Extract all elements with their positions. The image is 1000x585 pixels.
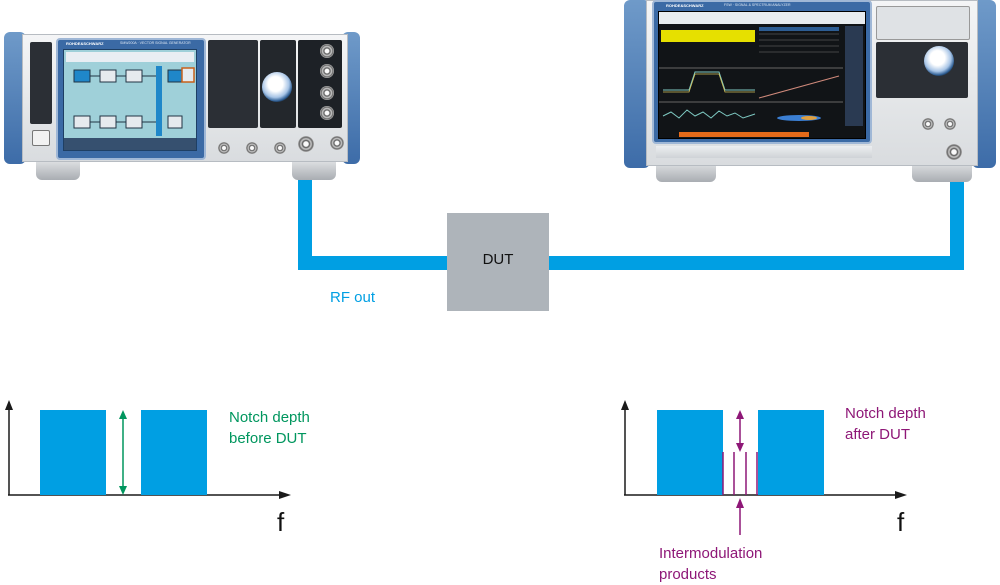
- generator-io-connector-3[interactable]: [274, 142, 286, 154]
- cable-dut-to-analyzer: [548, 256, 964, 270]
- rf-out-label: RF out: [330, 289, 376, 306]
- cable-analyzer-down: [950, 158, 964, 270]
- after-notch-arrow-bottom: [736, 443, 744, 452]
- generator-side-keys: [30, 42, 52, 124]
- analyzer-keypad: [876, 42, 968, 98]
- analyzer-rf-input-connector[interactable]: [946, 144, 962, 160]
- after-x-axis-arrow: [895, 491, 907, 499]
- generator-io-connector-2[interactable]: [246, 142, 258, 154]
- analyzer-screen: [658, 11, 866, 139]
- analyzer-connector-1[interactable]: [922, 118, 934, 130]
- spectrum-analyzer: ROHDE&SCHWARZ FSW · SIGNAL & SPECTRUM AN…: [620, 0, 1000, 190]
- spectrum-after-plot: [621, 400, 907, 535]
- before-notch-arrow-top: [119, 410, 127, 419]
- before-axis-label-f: f: [277, 507, 285, 537]
- analyzer-bottom-controls: [656, 146, 872, 158]
- imd-label-line2: products: [659, 566, 717, 583]
- after-right-carrier-block: [758, 410, 824, 495]
- before-annotation-line2: before DUT: [229, 430, 307, 447]
- before-x-axis-arrow: [279, 491, 291, 499]
- generator-power-button[interactable]: [32, 130, 50, 146]
- generator-connector-b2[interactable]: [320, 106, 334, 120]
- analyzer-brand: ROHDE&SCHWARZ: [666, 3, 704, 8]
- after-annotation-line2: after DUT: [845, 426, 911, 443]
- signal-generator: ROHDE&SCHWARZ SMW200A · VECTOR SIGNAL GE…: [0, 30, 360, 190]
- generator-screen: [63, 49, 197, 151]
- after-notch-arrow-top: [736, 410, 744, 419]
- generator-rf-out-connector[interactable]: [298, 136, 314, 152]
- dut-box: DUT: [447, 213, 549, 311]
- cable-generator-to-dut: [298, 256, 448, 270]
- generator-keypad: [208, 40, 258, 128]
- before-y-axis-arrow: [5, 400, 13, 410]
- analyzer-frame-left: [624, 0, 650, 168]
- generator-rf-out-b-connector[interactable]: [330, 136, 344, 150]
- imd-label-line1: Intermodulation: [659, 545, 763, 562]
- generator-screen-bezel: ROHDE&SCHWARZ SMW200A · VECTOR SIGNAL GE…: [56, 38, 206, 160]
- after-y-axis-arrow: [621, 400, 629, 410]
- analyzer-display: [659, 12, 865, 137]
- analyzer-function-keys: [876, 6, 970, 40]
- after-left-carrier-block: [657, 410, 723, 495]
- generator-foot-right: [292, 158, 336, 180]
- after-axis-label-f: f: [897, 507, 905, 537]
- generator-brand: ROHDE&SCHWARZ: [66, 41, 104, 46]
- after-annotation-line1: Notch depth: [845, 405, 926, 422]
- generator-io-connector-1[interactable]: [218, 142, 230, 154]
- analyzer-model-label: FSW · SIGNAL & SPECTRUM ANALYZER: [724, 3, 791, 7]
- generator-connector-b1[interactable]: [320, 86, 334, 100]
- before-left-carrier-block: [40, 410, 106, 495]
- before-right-carrier-block: [141, 410, 207, 495]
- generator-connector-a2[interactable]: [320, 64, 334, 78]
- analyzer-screen-bezel: ROHDE&SCHWARZ FSW · SIGNAL & SPECTRUM AN…: [652, 0, 872, 144]
- before-annotation-line1: Notch depth: [229, 409, 310, 426]
- generator-foot-left: [36, 158, 80, 180]
- generator-frame-left: [4, 32, 26, 164]
- generator-rotary-knob[interactable]: [262, 72, 292, 102]
- imd-pointer-arrow-head: [736, 498, 744, 508]
- spectrum-before-plot: [5, 400, 291, 499]
- generator-block-diagram: [64, 52, 196, 150]
- dut-label: DUT: [482, 251, 514, 268]
- before-notch-arrow-bottom: [119, 486, 127, 495]
- analyzer-connector-2[interactable]: [944, 118, 956, 130]
- analyzer-rotary-knob[interactable]: [924, 46, 954, 76]
- generator-model-label: SMW200A · VECTOR SIGNAL GENERATOR: [120, 41, 191, 45]
- generator-connector-a1[interactable]: [320, 44, 334, 58]
